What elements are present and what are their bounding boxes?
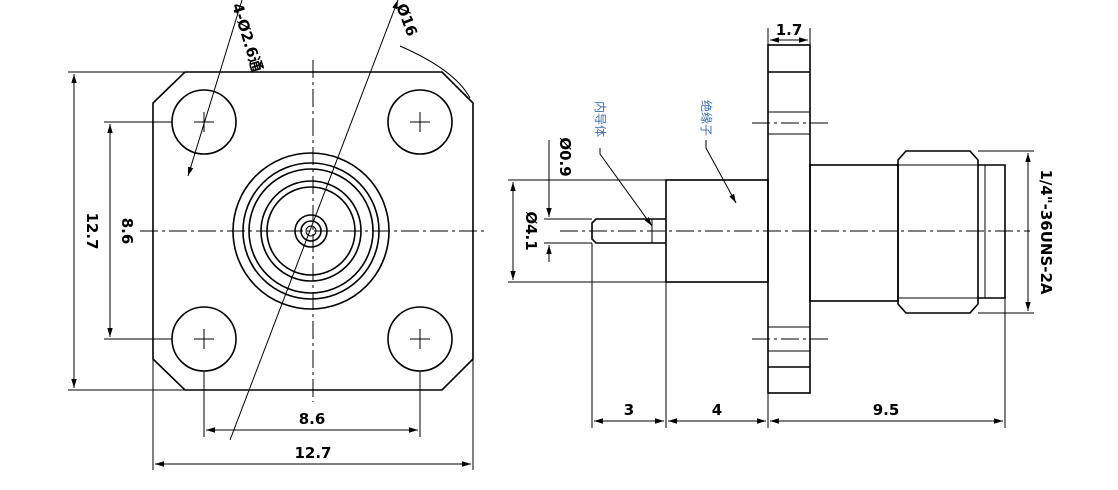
dim-thread-text: 1/4"-36UNS-2A xyxy=(1037,169,1055,294)
side-thread-nut xyxy=(897,150,979,314)
label-inner-conductor: 内导体 xyxy=(593,101,607,137)
hole-crosshairs xyxy=(194,112,430,349)
flange-outline xyxy=(152,71,474,391)
dim-flange-thick-text: 1.7 xyxy=(776,21,803,39)
flange-callout-text: Ø16 xyxy=(392,1,421,39)
hole-callout-leader xyxy=(187,0,243,177)
side-flange-hole-lines xyxy=(768,111,810,352)
dim-body-len-text: 9.5 xyxy=(873,401,900,419)
mounting-hole-top-right xyxy=(387,89,453,155)
flange-circle-arc xyxy=(399,45,471,99)
dim-width-text: 12.7 xyxy=(294,444,331,462)
side-body xyxy=(809,164,899,302)
front-view: 12.7 8.6 8.6 12.7 4-Ø2.6通 Ø16 xyxy=(68,0,485,470)
dim-insulator-dia-text: Ø4.1 xyxy=(522,211,540,250)
dim-pin-dia-text: Ø0.9 xyxy=(556,137,574,176)
inner-conductor-leader xyxy=(599,148,653,227)
dim-insulator-len-text: 4 xyxy=(712,401,722,419)
front-extension-lines xyxy=(68,71,474,470)
dim-hole-horiz-text: 8.6 xyxy=(299,410,326,428)
insulator-leader xyxy=(705,140,737,204)
dim-hole-vert-text: 8.6 xyxy=(118,218,136,245)
flange-callout-leader xyxy=(229,0,399,441)
label-insulator: 绝缘子 xyxy=(699,100,714,136)
hole-callout-text: 4-Ø2.6通 xyxy=(228,1,266,74)
side-extension-lines xyxy=(508,28,1034,428)
side-flange-plate xyxy=(767,44,811,394)
side-view: 1.7 Ø4.1 Ø0.9 1/4"-36UNS-2A 3 4 9.5 内导体 … xyxy=(508,21,1055,428)
dim-pin-len-text: 3 xyxy=(624,401,634,419)
dim-height-text: 12.7 xyxy=(83,212,101,249)
